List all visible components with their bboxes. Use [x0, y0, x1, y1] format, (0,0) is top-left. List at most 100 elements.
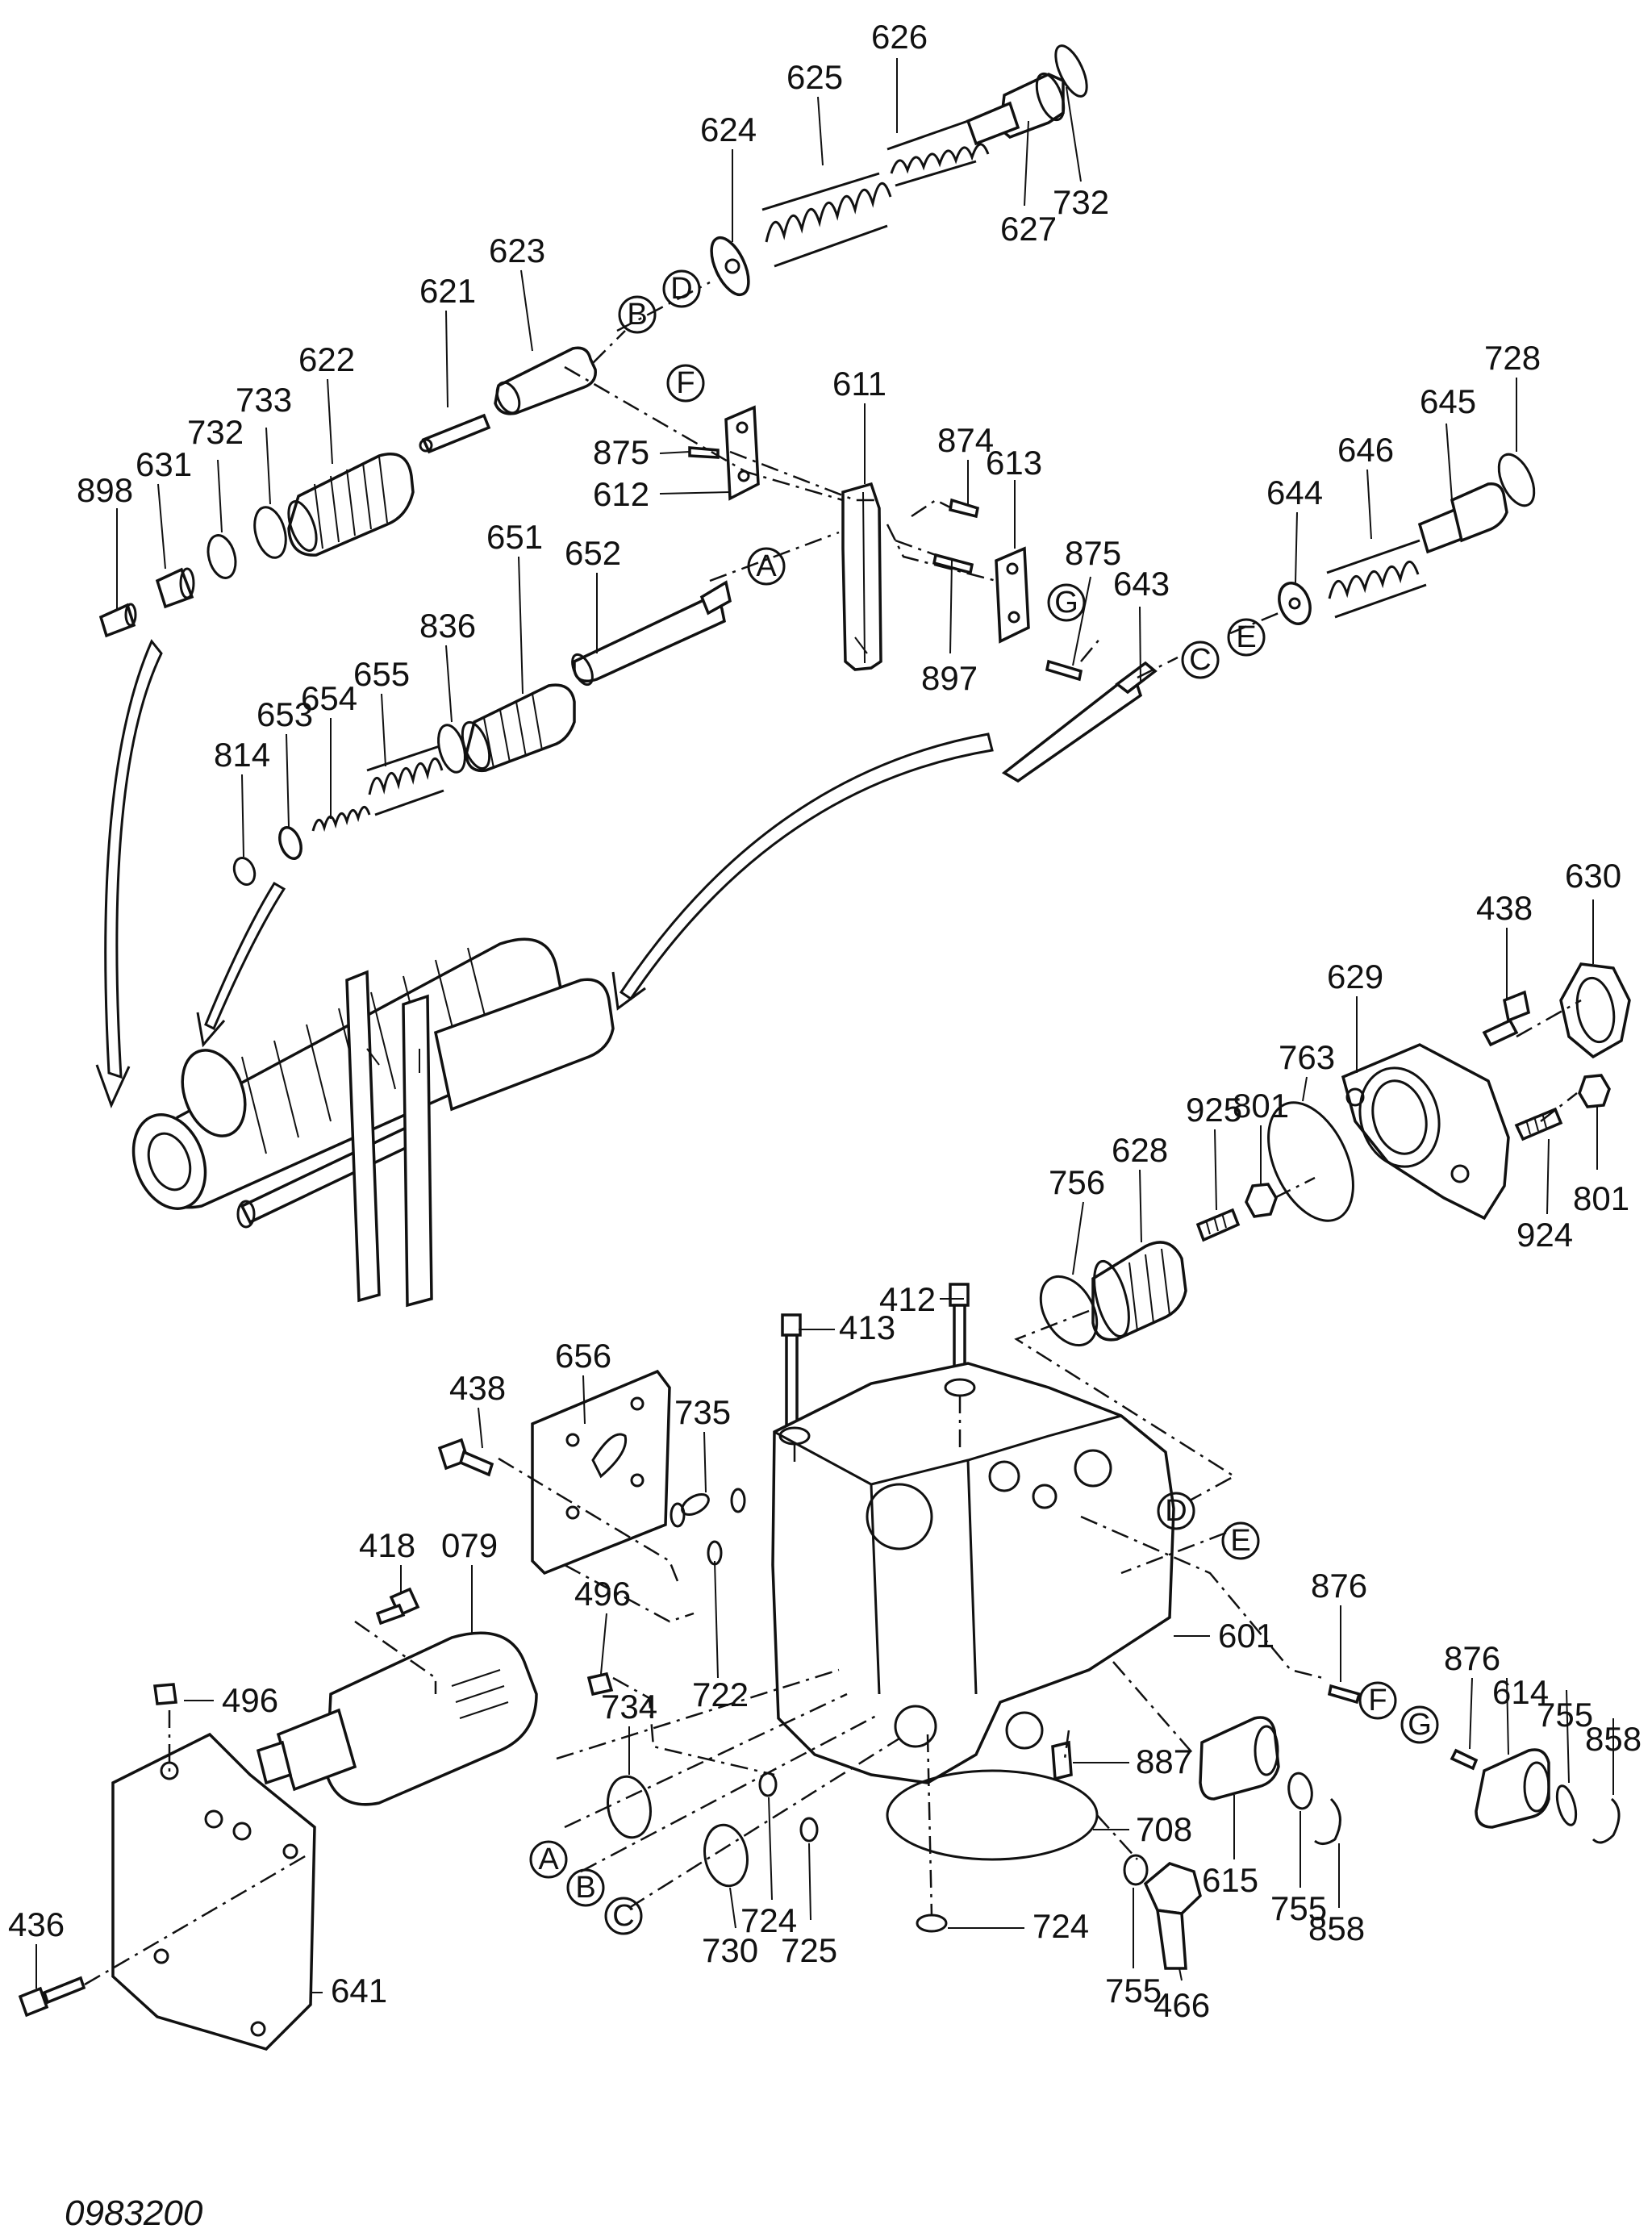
part-735-orings: [670, 1488, 746, 1566]
letter-circle-rings: [529, 269, 1439, 1935]
part-644-seat: [1278, 582, 1312, 625]
part-621-pin: [419, 413, 491, 454]
callout-858-mid: 858: [1308, 1909, 1365, 1947]
callout-466: 466: [1153, 1986, 1210, 2024]
callout-623: 623: [489, 232, 545, 269]
part-898-pin: [98, 603, 137, 638]
letter-marker-b-top: B: [627, 298, 647, 332]
part-656-cover: [531, 1369, 671, 1575]
part-438-bolt-upper: [1482, 990, 1531, 1047]
part-callouts: 626 625 624 627 732 623 621 622 733 732 …: [8, 18, 1642, 2024]
drawing-id: 0983200: [65, 2193, 203, 2233]
callout-651: 651: [486, 518, 543, 556]
letter-marker-a-bottom: A: [538, 1843, 559, 1876]
part-724-oring-bottom: [916, 1914, 948, 1933]
callout-875-lower: 875: [1065, 534, 1121, 572]
part-756-oring: [1039, 1275, 1099, 1347]
callout-626: 626: [871, 18, 928, 56]
callout-733: 733: [236, 381, 292, 419]
callout-438-upper: 438: [1476, 889, 1533, 927]
part-755-oring-right: [1555, 1784, 1578, 1826]
part-897-pin: [895, 539, 974, 575]
part-611-lever: [841, 482, 882, 671]
letter-marker-e-bottom: E: [1230, 1524, 1250, 1558]
callout-801-left: 801: [1233, 1087, 1289, 1125]
callout-613: 613: [986, 444, 1042, 482]
part-655-spring: [366, 745, 444, 816]
callout-644: 644: [1266, 474, 1323, 511]
part-631-collar: [155, 567, 195, 609]
part-653-washer: [278, 826, 302, 860]
callout-653: 653: [257, 695, 313, 733]
part-614-plug: [1475, 1748, 1550, 1829]
part-654-spring: [311, 806, 371, 833]
callout-722: 722: [692, 1676, 749, 1713]
callout-652: 652: [565, 534, 621, 572]
callout-725: 725: [781, 1931, 837, 1969]
part-732-oring-lower: [206, 534, 237, 579]
part-733-oring: [253, 506, 287, 559]
callout-621: 621: [419, 272, 476, 310]
part-763-oring: [1267, 1101, 1354, 1222]
leader-lines: [35, 58, 1614, 1993]
callout-630: 630: [1565, 857, 1621, 895]
part-628-plug: [1091, 1241, 1187, 1342]
part-626-spring: [886, 119, 990, 187]
transfer-arrows: [95, 639, 994, 1108]
part-652-spool: [571, 580, 732, 687]
callout-708: 708: [1136, 1810, 1192, 1848]
callout-732-lower: 732: [187, 413, 244, 451]
letter-marker-d-bottom: D: [1165, 1494, 1187, 1528]
part-876-pin-upper: [1327, 1684, 1362, 1705]
part-925-stud: [1195, 1208, 1241, 1242]
callout-724-mid: 724: [740, 1901, 797, 1939]
letter-markers: B D F A G C E D E F G A B C: [538, 272, 1431, 1933]
part-625-spring: [761, 172, 892, 268]
callout-897: 897: [921, 659, 978, 697]
callout-629: 629: [1327, 958, 1383, 995]
callout-654: 654: [301, 679, 357, 717]
callout-730: 730: [702, 1931, 758, 1969]
part-438-bolt-lower: [437, 1438, 494, 1477]
part-728-oring: [1497, 453, 1536, 507]
part-755-oring-bottom: [1123, 1854, 1149, 1886]
callout-814: 814: [214, 736, 270, 774]
callout-615: 615: [1202, 1861, 1258, 1899]
callout-924: 924: [1516, 1216, 1573, 1254]
callout-655: 655: [353, 655, 410, 693]
letter-marker-a-top: A: [756, 549, 777, 583]
part-629-flange: [1341, 1043, 1510, 1221]
part-801-nut-left: [1245, 1183, 1278, 1218]
part-630-nut: [1559, 962, 1631, 1059]
callout-496-lower: 496: [222, 1681, 278, 1719]
letter-marker-b-bottom: B: [575, 1871, 595, 1905]
part-924-stud: [1514, 1107, 1563, 1141]
callout-614: 614: [1492, 1673, 1549, 1711]
part-627-piston: [966, 72, 1066, 146]
callout-887: 887: [1136, 1742, 1192, 1780]
callout-763: 763: [1279, 1038, 1335, 1076]
part-496-plug-lower: [153, 1683, 177, 1705]
callout-643: 643: [1113, 565, 1170, 603]
part-730-oring: [703, 1823, 749, 1888]
part-612-plate: [724, 405, 760, 501]
part-875-pin-upper: [688, 446, 720, 459]
callout-645: 645: [1420, 382, 1476, 420]
callout-724-bottom: 724: [1032, 1907, 1089, 1945]
part-651-sleeve: [461, 683, 576, 773]
part-079-solenoid: [256, 1631, 538, 1806]
part-436-bolt: [18, 1976, 86, 2018]
callout-734: 734: [601, 1688, 657, 1726]
callout-628: 628: [1112, 1131, 1168, 1169]
part-613-plate: [995, 546, 1030, 644]
alignment-lines: [84, 281, 1582, 1986]
part-622-sleeve: [287, 453, 415, 557]
callout-625: 625: [786, 58, 843, 96]
callout-624: 624: [700, 111, 757, 148]
letter-marker-e-top: E: [1236, 620, 1256, 654]
callout-079: 079: [441, 1526, 498, 1564]
part-814-clip: [232, 857, 257, 886]
part-858-clip-right: [1592, 1797, 1621, 1844]
